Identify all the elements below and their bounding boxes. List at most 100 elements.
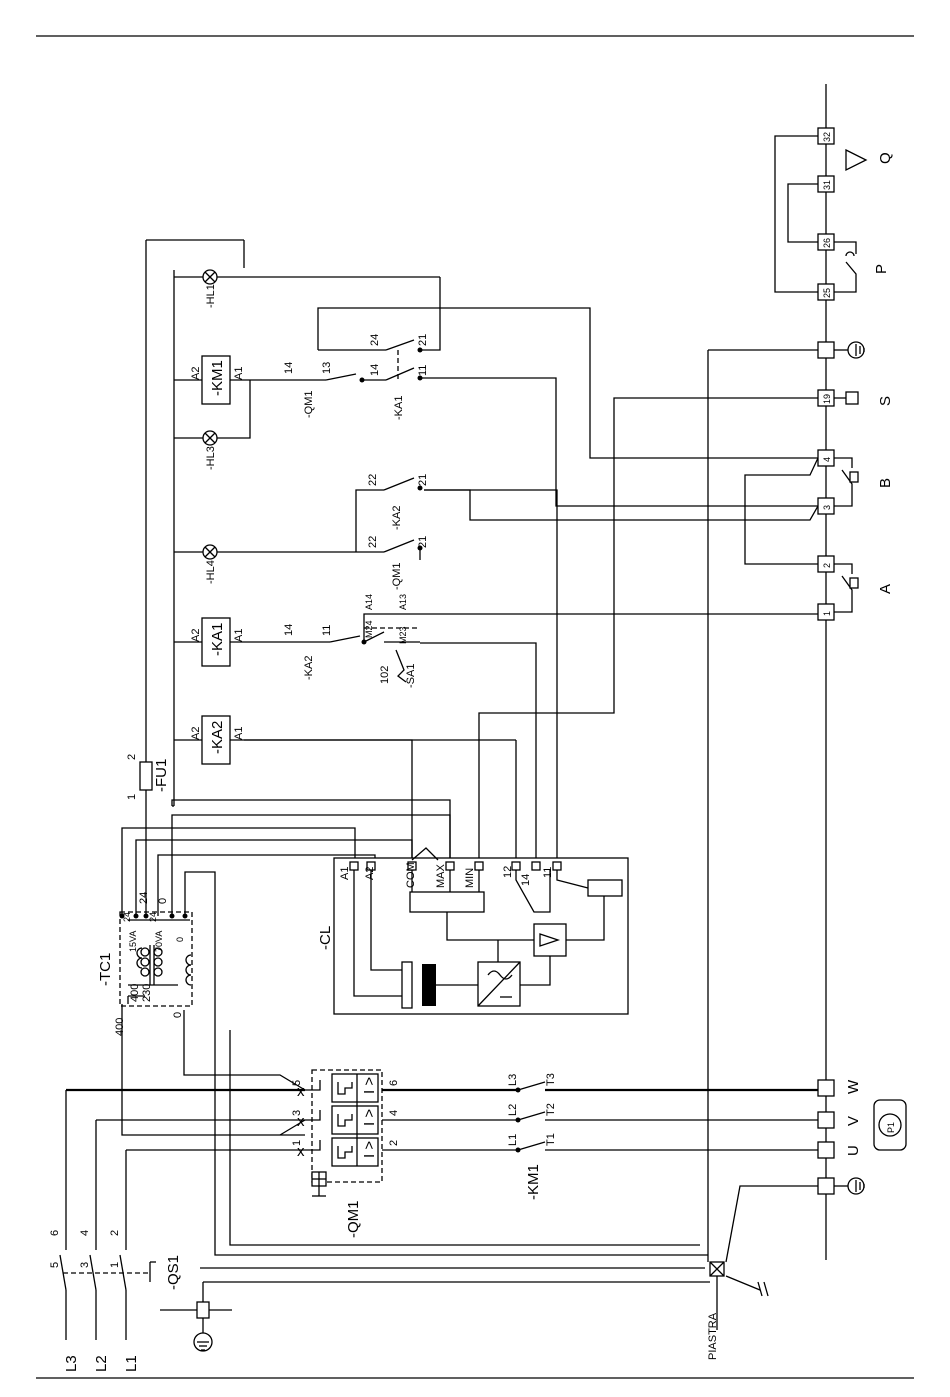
phase-l1-label: L1 (123, 1355, 140, 1372)
terminal-label-w: W (845, 1079, 862, 1094)
qm1-in-3: 3 (291, 1110, 303, 1116)
level-probe-q: Q (845, 148, 894, 172)
contact-ka1-label: -KA1 (393, 396, 405, 420)
svg-text:A1: A1 (233, 629, 245, 642)
contact-ka2-no: 14 11 -KA2 (283, 624, 367, 680)
tc1-rating-70va: 70VA (154, 931, 164, 952)
fu1-pin-2: 2 (126, 754, 138, 760)
plate-junction: PIASTRA (707, 349, 818, 1360)
qm1-out-4: 4 (388, 1110, 400, 1116)
wire-min-to-s (478, 397, 818, 858)
tc1-sec-0: 0 (157, 898, 169, 904)
tc1-pin-0b: 0 (175, 937, 185, 942)
contact-qm1-no-label: -QM1 (303, 391, 315, 419)
svg-text:21: 21 (417, 474, 429, 486)
earth-input (160, 1281, 710, 1352)
lamp-hl1: -HL1 (174, 269, 440, 308)
qs1-pin-5: 5 (49, 1262, 61, 1268)
coil-ka2: -KA2 A2 A1 (174, 715, 516, 765)
tc1-pin-230: 230 (141, 984, 153, 1002)
pushbutton-b: B (834, 457, 894, 507)
svg-text:x: x (297, 1083, 305, 1100)
wire-tc1-0 (183, 1010, 306, 1091)
svg-text:21: 21 (417, 536, 429, 548)
pressure-switch-p: P (834, 241, 890, 293)
svg-text:1: 1 (822, 611, 832, 616)
selector-label: -SA1 (405, 664, 417, 688)
km1-out-t1: T1 (545, 1133, 557, 1146)
svg-text:11: 11 (417, 365, 429, 376)
selector-sa1: A14 A13 M24 M23 102 -SA1 (363, 594, 824, 688)
svg-text:22: 22 (367, 474, 379, 486)
wire-tc1-to-plate (184, 871, 708, 1256)
pushbutton-a: A (744, 457, 894, 613)
wire-plate-supply (229, 1030, 700, 1246)
qm1-in-5: 5 (291, 1080, 303, 1086)
svg-text:13: 13 (321, 362, 333, 374)
qs1-pin-1: 1 (109, 1262, 121, 1268)
svg-text:31: 31 (822, 180, 832, 190)
qs1-pin-4: 4 (79, 1230, 91, 1236)
contact-qm1-aux-label: -QM1 (391, 563, 403, 591)
terminal-rail: 1 2 3 4 19 25 26 31 32 (817, 84, 835, 1260)
cl-pin-14: 14 (520, 874, 532, 886)
main-switch-qs1: 5 3 1 6 4 2 -QS1 (49, 1090, 182, 1291)
earth-symbol-control (834, 341, 865, 359)
plate-label: PIASTRA (707, 1312, 719, 1360)
svg-text:26: 26 (822, 238, 832, 248)
svg-text:14: 14 (283, 362, 295, 374)
terminal-label-u: U (845, 1145, 862, 1156)
qm1-symbol-3: I > (361, 1141, 378, 1158)
motor-p1: P1 (873, 1099, 907, 1151)
cl-pin-max: MAX (435, 864, 447, 889)
tc1-pin-400b: 400 (129, 984, 141, 1002)
lamp-hl4: -HL4 (174, 544, 356, 584)
svg-text:A2: A2 (190, 629, 202, 642)
contact-ka2-nc-label: -KA2 (391, 506, 403, 530)
svg-text:A2: A2 (190, 367, 202, 380)
coil-ka2-label: -KA2 (209, 721, 226, 754)
svg-text:P1: P1 (886, 1122, 896, 1133)
fuse-fu1: 2 1 -FU1 (126, 239, 245, 800)
contact-qm1-no: 14 13 -QM1 (283, 362, 365, 418)
svg-text:x: x (297, 1143, 305, 1160)
svg-text:4: 4 (822, 457, 832, 462)
terminal-w (817, 1079, 835, 1097)
qm1-label: -QM1 (345, 1201, 362, 1239)
lamp-hl3-label: -HL3 (205, 446, 217, 470)
svg-text:x: x (297, 1113, 305, 1130)
qm1-out-6: 6 (388, 1080, 400, 1086)
cl-pin-11: 11 (542, 867, 554, 878)
cl-pin-12: 12 (502, 866, 514, 878)
lamp-hl3: -HL3 (174, 380, 251, 470)
qs1-pin-2: 2 (109, 1230, 121, 1236)
tc1-pin-0: 0 (172, 1012, 184, 1018)
tc1-sec-24: 24 (138, 892, 150, 904)
terminal-label-v: V (845, 1116, 862, 1126)
svg-text:M24: M24 (364, 620, 374, 638)
transformer-tc1: 400 400 230 0 15VA 70VA 24 0 24 24 0 -TC… (97, 892, 193, 1036)
qm1-symbol-1: I > (361, 1077, 378, 1094)
cl-pin-a2: A2 (364, 867, 376, 880)
coil-ka1-label: -KA1 (209, 623, 226, 656)
terminal-u (817, 1141, 835, 1159)
earth-symbol-pe (834, 1177, 865, 1195)
svg-text:14: 14 (369, 364, 381, 376)
svg-text:A1: A1 (233, 727, 245, 740)
svg-text:A1: A1 (233, 367, 245, 380)
km1-in-l2: L2 (507, 1104, 519, 1116)
wire-sec-a1 (121, 827, 356, 916)
lamp-hl1-label: -HL1 (205, 284, 217, 308)
svg-text:A13: A13 (398, 594, 408, 610)
device-a-label: A (877, 584, 894, 594)
svg-text:3: 3 (822, 505, 832, 510)
contact-ka2-no-label: -KA2 (303, 656, 315, 680)
coil-km1: -KM1 A2 A1 (174, 355, 296, 405)
tc1-rating-15va: 15VA (128, 931, 138, 952)
km1-out-t3: T3 (545, 1073, 557, 1086)
qm1-in-1: 1 (291, 1140, 303, 1146)
km1-in-l1: L1 (507, 1134, 519, 1146)
tc1-label: -TC1 (97, 953, 114, 986)
wire-tc1-400 (121, 1004, 305, 1136)
